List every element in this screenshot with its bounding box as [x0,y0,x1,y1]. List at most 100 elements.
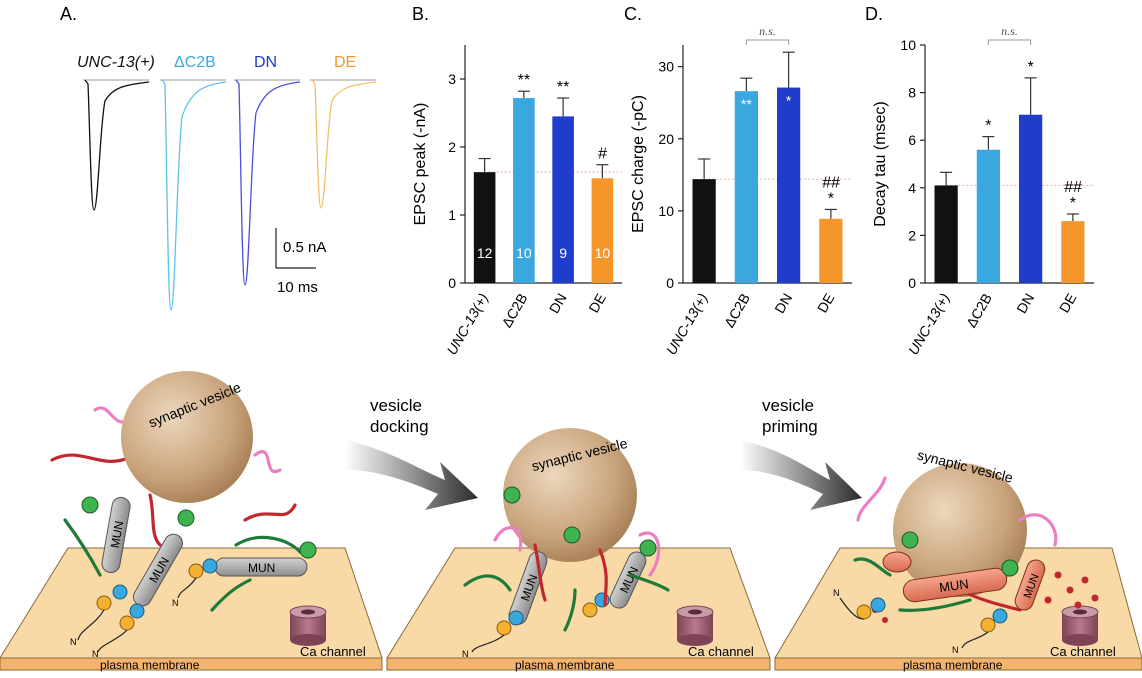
bar-n-label: 12 [477,245,493,261]
panel-a: A. UNC-13(+) ΔC2B DN DE 0.5 nA 10 ms [60,4,377,311]
significance-mark: ## [1064,179,1083,196]
mun-group-1: MUN MUN MUN N N N [70,496,317,659]
y-tick-label: 10 [900,37,916,53]
trace-label-2: DN [254,54,277,71]
y-tick-label: 3 [448,71,456,87]
n-term-3a: N [833,588,840,598]
y-tick-label: 2 [908,227,916,243]
ca-channel-2: Ca channel [676,605,754,659]
x-tick-label: ΔC2B [963,291,995,331]
scale-amp-label: 0.5 nA [283,239,326,256]
x-tick-label: DE [814,291,838,316]
trace-label-1: ΔC2B [174,54,216,71]
step2-line2: priming [762,417,818,436]
x-tick-label: DN [546,291,570,317]
ns-label: n.s. [759,24,776,38]
membrane-label-2: plasma membrane [515,658,615,672]
ns-label: n.s. [1001,24,1018,38]
significance-mark: ## [822,174,841,191]
bar-inner-star: ** [741,96,752,112]
y-axis-label: Decay tau (msec) [872,101,889,226]
chart-panel-label: D. [865,4,883,24]
membrane-label-1: plasma membrane [100,658,200,672]
panel-a-label: A. [60,4,77,24]
channel-label-2: Ca channel [688,644,754,659]
x-tick-label: DE [1056,291,1080,316]
y-axis-label: EPSC charge (-pC) [630,95,647,233]
scale-time-label: 10 ms [277,279,318,296]
y-tick-label: 0 [448,275,456,291]
step1-line1: vesicle [370,396,422,415]
strands-1 [50,406,302,612]
bar-DN [777,87,801,283]
trace-label-0: UNC-13(+) [77,54,155,71]
n-term-1a: N [70,637,77,647]
arrow-priming: vesicle priming [740,396,862,510]
ns-bracket [987,39,1032,45]
significance-mark: * [828,190,834,207]
bar-UNC-13(+) [473,172,496,283]
arrow-docking: vesicle docking [345,396,478,510]
significance-mark: * [1070,195,1076,212]
x-tick-label: DN [771,291,795,317]
ns-bracket [745,39,790,45]
y-tick-label: 2 [448,139,456,155]
bar-DE [819,218,843,283]
bar-n-label: 10 [516,245,532,261]
vesicle-1: synaptic vesicle [121,371,253,503]
mun-label-1a: MUN [108,520,127,549]
bar-n-label: 9 [559,245,567,261]
x-tick-label: DN [1013,291,1037,317]
y-axis-label: EPSC peak (-nA) [412,103,429,226]
y-tick-label: 6 [908,132,916,148]
n-term-1c: N [172,598,179,608]
y-tick-label: 20 [658,131,674,147]
step1-line2: docking [370,417,429,436]
y-tick-label: 0 [908,275,916,291]
y-tick-label: 8 [908,85,916,101]
strands-2 [463,526,670,632]
trace-3 [311,79,377,209]
bar-n-label: 10 [595,245,611,261]
significance-mark: * [985,118,991,135]
scale-bar: 0.5 nA 10 ms [275,228,326,296]
chart-panel-label: C. [624,4,642,24]
n-term-2a: N [462,649,469,659]
x-tick-label: UNC-13(+) [443,291,491,358]
step2-line1: vesicle [762,396,814,415]
mun-label-3a: MUN [938,576,969,595]
mun-group-3: MUN MUN N N [833,531,1046,655]
y-tick-label: 4 [908,180,916,196]
bar-DN [1019,114,1043,283]
significance-mark: * [1028,59,1034,76]
bar-DN [552,116,574,284]
bar-ΔC2B [513,98,535,283]
x-tick-label: ΔC2B [721,291,753,331]
x-tick-label: UNC-13(+) [663,291,711,358]
chart-panel-label: B. [412,4,429,24]
trace-2 [235,79,301,286]
membrane-label-3: plasma membrane [903,658,1003,672]
bar-ΔC2B [734,91,758,283]
bar-UNC-13(+) [692,179,716,283]
bar-DE [591,178,614,283]
bar-inner-star: * [786,93,792,109]
channel-label-1: Ca channel [300,644,366,659]
vesicle-2: synaptic vesicle [503,428,637,562]
y-tick-label: 10 [658,203,674,219]
x-tick-label: UNC-13(+) [905,291,953,358]
bar-DE [1061,221,1085,283]
trace-0 [84,79,150,211]
strands-3 [853,476,1058,612]
y-tick-label: 30 [658,59,674,75]
channel-label-3: Ca channel [1050,644,1116,659]
trace-1 [161,79,227,311]
y-tick-label: 1 [448,207,456,223]
trace-label-3: DE [334,54,356,71]
x-tick-label: ΔC2B [498,291,530,331]
